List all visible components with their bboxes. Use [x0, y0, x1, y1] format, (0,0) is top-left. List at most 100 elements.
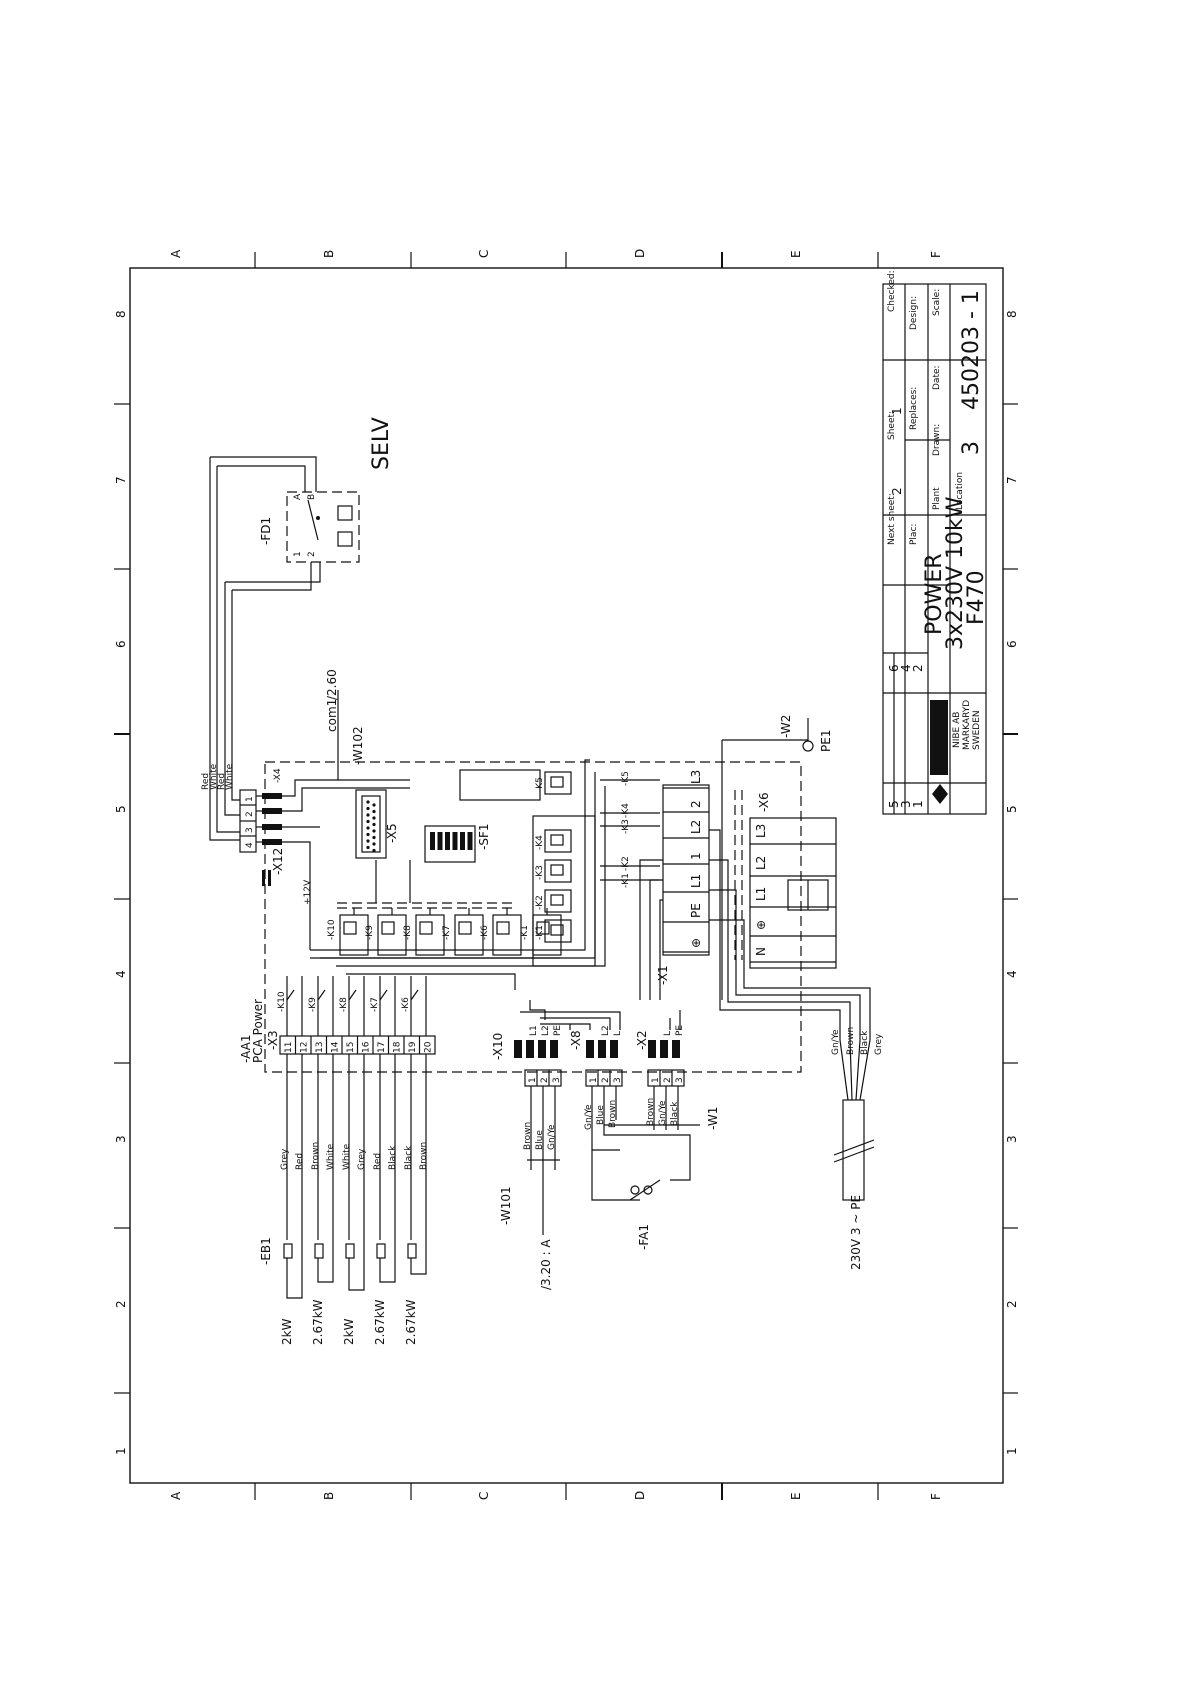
w2-label: -W2: [779, 715, 793, 738]
connector-pin: [514, 1040, 522, 1058]
plac-label: Plac:: [909, 524, 919, 545]
next-sheet-number: 2: [890, 487, 904, 495]
connector-pin-number: 3: [613, 1077, 623, 1083]
sf1-label: -SF1: [477, 824, 491, 850]
column-number-right: 6: [1005, 640, 1019, 648]
x4-wire-color: Red: [201, 773, 211, 790]
x3-label: -X3: [266, 1030, 280, 1050]
com1-ref: /2.60: [325, 669, 339, 700]
revision-number: 3: [959, 441, 984, 455]
x5-pin: [372, 835, 376, 840]
selv-wires: Red White Red White: [201, 457, 240, 841]
relay-coil: [536, 921, 550, 935]
row-letter-bottom: E: [789, 1492, 803, 1500]
x4-connector: -X4: [256, 768, 410, 950]
relay-label: -K10: [327, 919, 337, 940]
column-number-right: 1: [1005, 1447, 1019, 1455]
x5-pin: [366, 806, 370, 811]
date-label: Date:: [932, 365, 942, 390]
relay-coil: [550, 776, 564, 788]
relay-label: -K1: [520, 925, 530, 940]
x5-pin: [372, 809, 376, 814]
x4-wire-color: White: [209, 763, 219, 790]
x5-pin: [372, 842, 376, 846]
heater-wire-color: White: [342, 1143, 352, 1170]
column-number-right: 2: [1005, 1300, 1019, 1308]
connector-pin-number: 2: [540, 1077, 550, 1083]
x5-label: -X5: [385, 823, 399, 843]
internal-wiring: [310, 759, 871, 1040]
relay-row: +12V -K10-K9-K8-K7-K6-K1: [303, 860, 562, 959]
frame-ticks: [114, 252, 1018, 1500]
connector-pin-number: 3: [675, 1077, 685, 1083]
row-letter-bottom: D: [633, 1491, 647, 1500]
fd1-pin-2: 2: [307, 551, 317, 557]
heater-wire-color: Red: [295, 1153, 305, 1170]
heater-power: 2kW: [280, 1318, 294, 1345]
com1-label: com1: [325, 699, 339, 732]
x1-terminal: L1: [689, 874, 703, 888]
plus-12v-label: +12V: [303, 879, 313, 905]
w101-wire-color: Gn/Ye: [547, 1124, 557, 1150]
k-contact-label: -K9: [308, 997, 318, 1012]
relay-coil: [550, 894, 564, 906]
column-number-left: 8: [114, 310, 128, 318]
connector-pin: [538, 1040, 546, 1058]
w101-cable: Brown Blue Gn/Ye -W101 /3.20 : A: [499, 1086, 560, 1290]
connector-pin-number: 1: [589, 1077, 599, 1083]
plant-label: Plant: [932, 487, 942, 510]
row-letter-top: F: [929, 251, 943, 258]
x1-terminal: L3: [689, 770, 703, 784]
x12-terminal: 2: [245, 811, 255, 817]
eb1-label: -EB1: [259, 1237, 273, 1265]
relay: [544, 919, 572, 943]
x12-terminal: 3: [245, 827, 255, 833]
title-line-3: F470: [964, 570, 989, 625]
location-label: Location: [955, 472, 965, 510]
x5-pin: [366, 800, 370, 804]
x3-terminal: 19: [408, 1041, 418, 1053]
checked-label: Checked:: [887, 270, 897, 312]
heater-element: [314, 1243, 324, 1259]
aa1-label: -AA1: [239, 1035, 253, 1063]
connector-pin-label: L2: [601, 1025, 611, 1036]
contactor-label: -K4: [621, 803, 631, 818]
supply-wire-color: Black: [860, 1030, 870, 1055]
x6-terminal: ⊕: [754, 920, 768, 930]
x1-terminal: 1: [689, 852, 703, 860]
relay-coil: [550, 924, 564, 936]
x3-terminal: 15: [346, 1042, 356, 1053]
title-block: Checked: Design: Scale: Date: 450203 - 1…: [882, 270, 989, 815]
relay-coil: [458, 921, 472, 935]
row-letter-top: E: [789, 250, 803, 258]
x1-terminal: L2: [689, 820, 703, 834]
x5-pin: [372, 822, 376, 827]
relay-coil: [550, 864, 564, 876]
x3-terminal: 20: [424, 1041, 434, 1053]
relay-label: -K4: [535, 835, 545, 850]
dip-switch: [460, 832, 465, 850]
x5-pin: [366, 832, 370, 837]
row-letter-bottom: B: [322, 1492, 336, 1500]
x6-terminal: L1: [754, 887, 768, 901]
heater-element: [376, 1243, 386, 1259]
heater-element: [345, 1243, 355, 1259]
connector-pin: [610, 1040, 618, 1058]
x3-terminal: 13: [315, 1042, 325, 1053]
x8-wire-color: Brown: [608, 1100, 618, 1128]
x1-label: -X1: [656, 965, 670, 985]
w1-cable: Brown Gn/Ye Black -W1: [604, 1086, 720, 1130]
heater-power: 2.67kW: [311, 1299, 325, 1345]
x8-wire-color: Blue: [596, 1105, 606, 1125]
x2-label: -X2: [635, 1030, 649, 1050]
column-number-left: 4: [114, 970, 128, 978]
connector-pin-number: 2: [663, 1077, 673, 1083]
x3-terminal: 18: [393, 1041, 403, 1053]
supply-wire-color: Gn/Ye: [831, 1029, 841, 1055]
connector-pin: [660, 1040, 668, 1058]
connector-pin-number: 1: [528, 1077, 538, 1083]
